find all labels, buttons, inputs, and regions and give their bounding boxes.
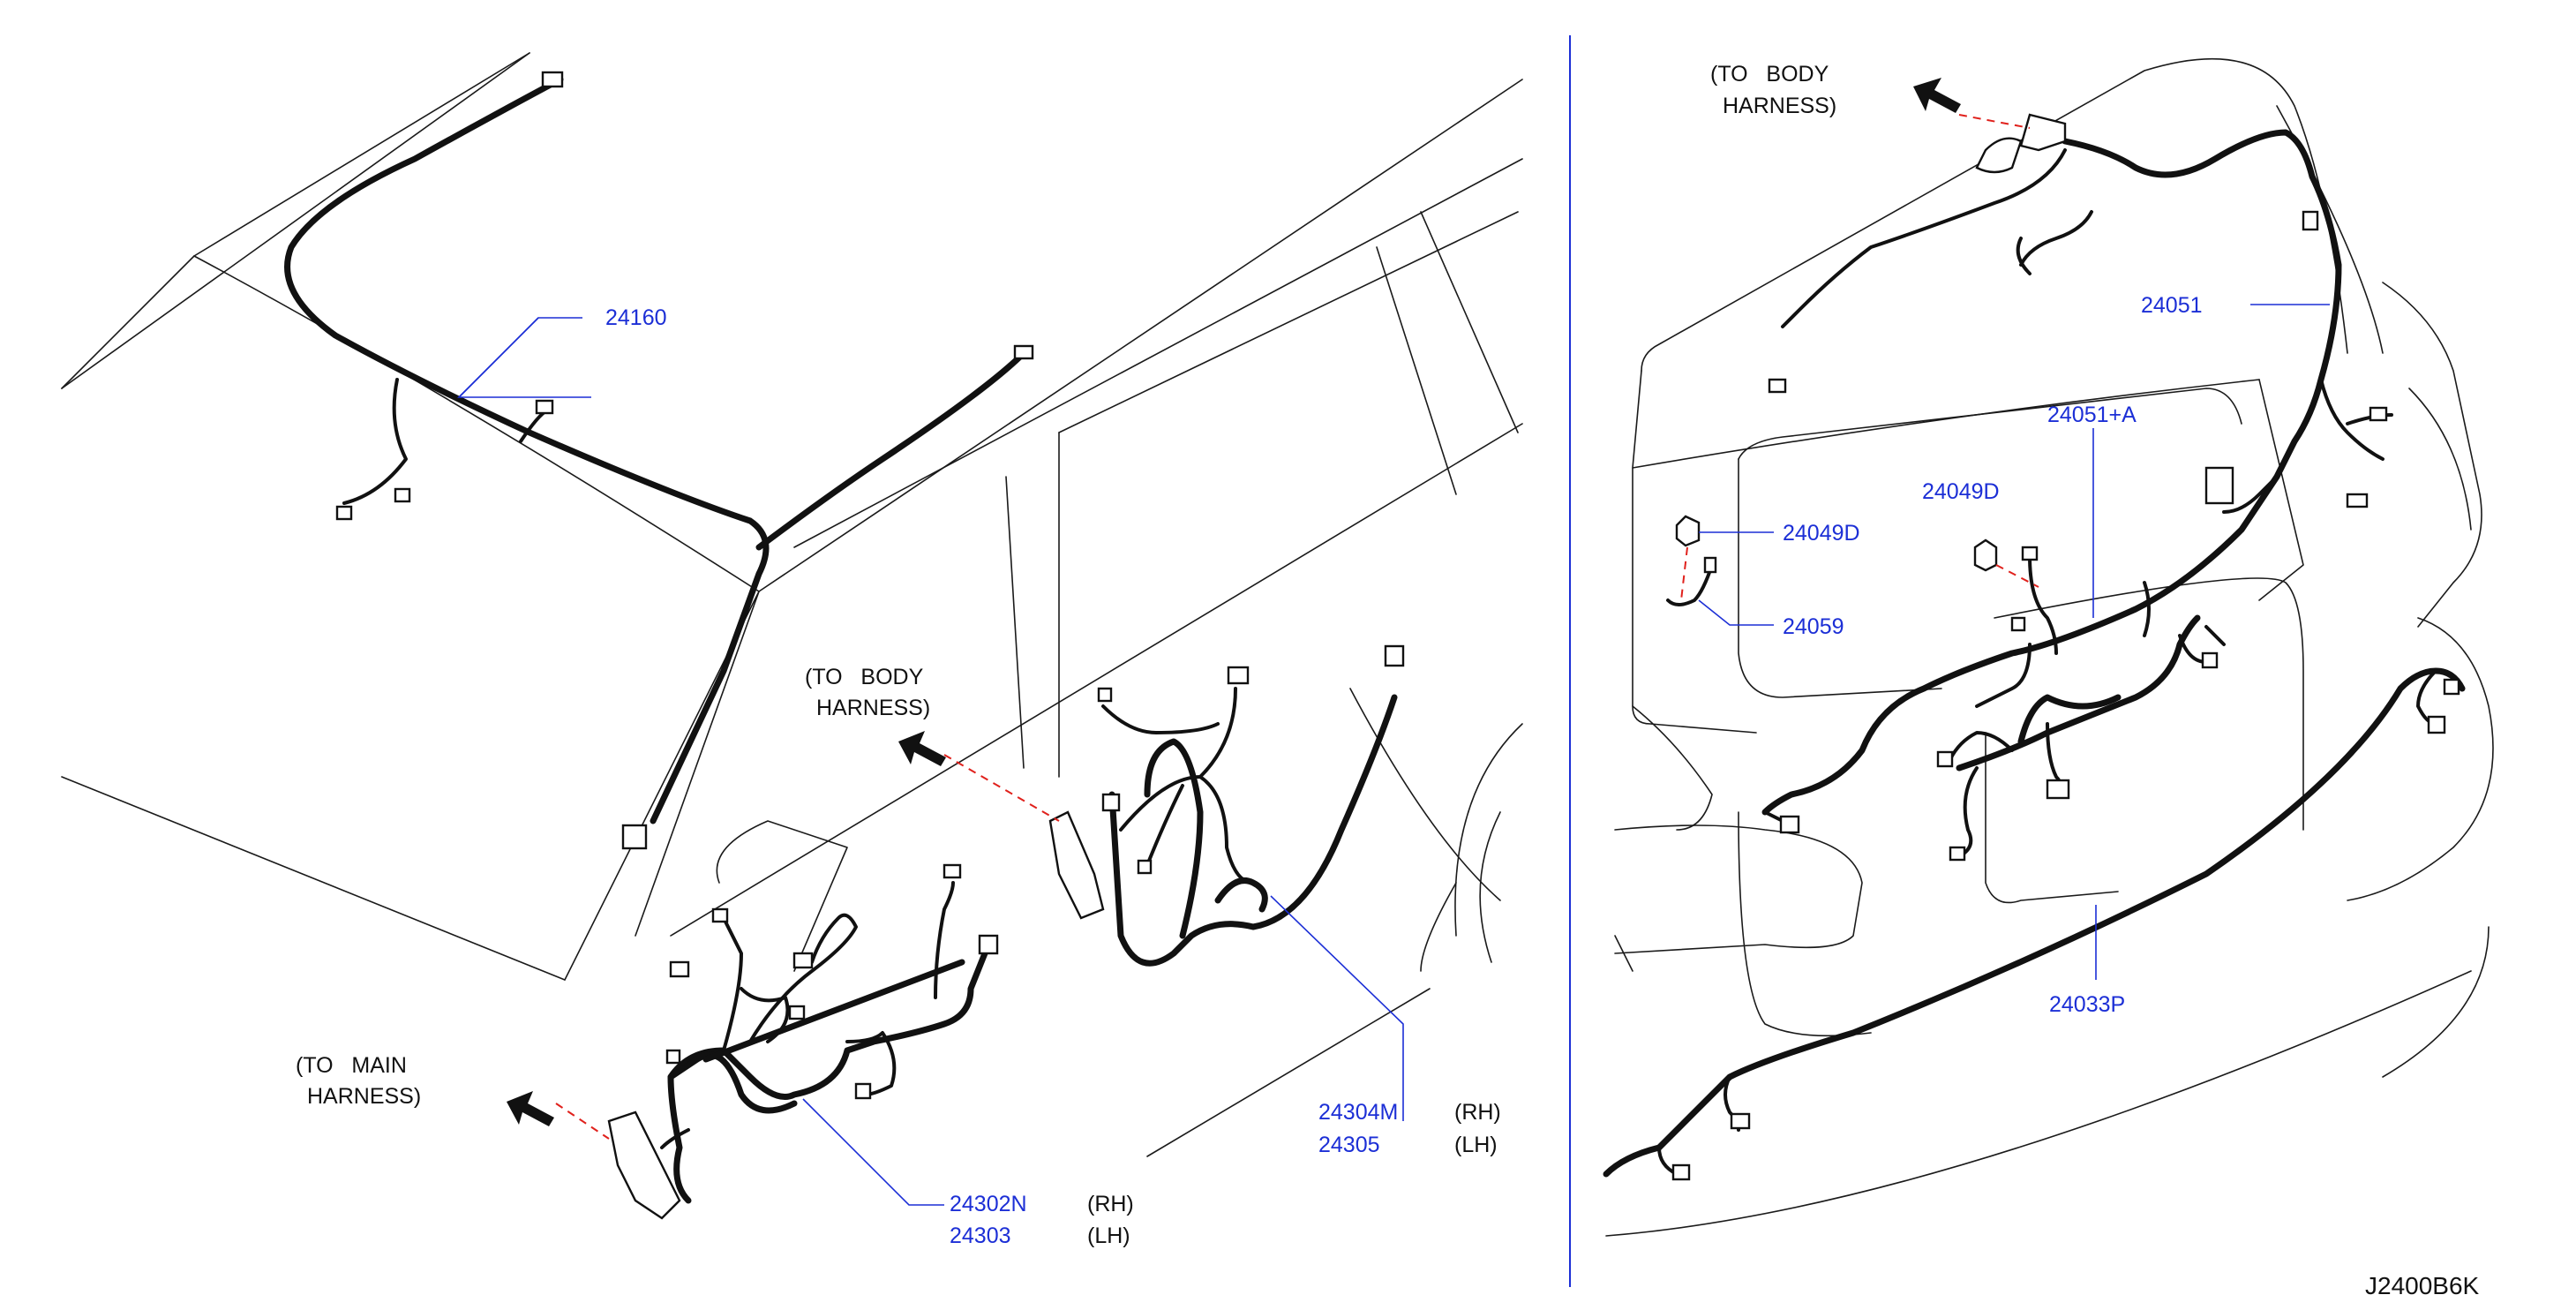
note-to-main-harness-line1: (TO MAIN [296,1053,407,1078]
connector-icon [2204,466,2234,505]
connector-icon [1936,750,1954,768]
grommet-icon [1048,810,1105,920]
note-to-body-harness-right-line2: HARNESS) [1723,94,1836,118]
connector-icon [2046,779,2070,800]
grommet-icon [607,1110,681,1220]
left-leader-lines [457,317,1404,1206]
note-to-body-harness-right-line1: (TO BODY [1710,62,1829,87]
harness-24304M [1048,644,1405,967]
connector-icon [792,952,814,969]
side-24302N: (RH) [1087,1192,1134,1216]
part-number-24033P: 24033P [2049,992,2125,1017]
connector-icon [1101,793,1121,812]
connector-icon [2201,651,2219,669]
connector-icon [535,399,554,415]
clip-24049D-right [1973,538,1998,572]
arrow-to-body-harness-icon [898,731,946,766]
connector-icon [2369,406,2388,422]
connector-icon [1227,666,1250,685]
part-number-24051: 24051 [2141,293,2203,318]
harness-24160 [284,71,1034,850]
right-body-outline [1605,57,2494,1237]
connector-icon [1097,687,1113,703]
connector-icon [621,824,648,850]
note-to-main-harness-line2: HARNESS) [307,1084,421,1109]
dashed-line-24049D-left [1680,546,1688,601]
connector-icon [978,934,999,955]
part-number-24305: 24305 [1318,1133,1380,1157]
connector-icon [2021,546,2039,561]
connector-icon [2346,493,2369,508]
connector-icon [788,1005,806,1020]
connector-icon [711,907,729,923]
connector-icon [394,487,411,503]
connector-icon [1779,815,1800,834]
part-number-24049D-right: 24049D [1922,479,2000,504]
connector-icon [669,960,690,978]
arrow-to-main-harness-icon [507,1091,554,1126]
connector-icon [1671,1163,1691,1181]
connector-icon [1768,378,1787,394]
harness-24051A [1936,546,2226,862]
connector-icon [1137,859,1153,875]
note-to-body-harness-line2: HARNESS) [816,696,930,720]
part-number-24059: 24059 [1783,614,1844,639]
connector-icon [2427,715,2446,734]
left-body-outline [61,52,1523,1157]
connector-icon [541,71,564,88]
connector-icon [2443,678,2460,696]
arrow-to-body-harness-right-icon [1913,78,1961,113]
side-24304M: (RH) [1454,1100,1501,1125]
connector-icon [854,1082,872,1100]
connector-icon [1730,1112,1751,1130]
right-leader-lines [1698,304,2330,980]
left-labels: (TO BODY HARNESS) (TO MAIN HARNESS) 2416… [296,305,1501,1248]
grommet-icon [2019,113,2067,152]
connector-icon [943,863,962,879]
dashed-line-body [943,754,1060,822]
harness-24051 [1761,113,2393,834]
side-24305: (LH) [1454,1133,1498,1157]
harness-24033P [1603,667,2466,1181]
connector-icon [2010,616,2026,632]
diagram-id: J2400B6K [2365,1272,2480,1299]
part-number-24049D-left: 24049D [1783,521,1860,546]
right-labels: (TO BODY HARNESS) 24051 24051+A 24049D 2… [1710,62,2203,1017]
dashed-line-body-r [1958,114,2031,129]
side-24303: (LH) [1087,1223,1130,1248]
connector-icon [1384,644,1405,667]
part-number-24302N: 24302N [950,1192,1027,1216]
dashed-line-main [555,1103,610,1140]
part-number-24304M: 24304M [1318,1100,1398,1125]
connector-icon [1013,344,1034,360]
part-number-24303: 24303 [950,1223,1011,1248]
connector-icon [665,1049,681,1065]
connector-icon [335,505,353,521]
part-number-24160: 24160 [605,305,667,330]
harness-24302N [607,863,999,1220]
connector-icon [1949,846,1966,862]
part-number-24051A: 24051+A [2047,403,2137,427]
clip-24049D-left [1666,515,1717,606]
grommet-icon [1975,137,2023,174]
note-to-body-harness-line1: (TO BODY [805,665,924,689]
connector-icon [2302,210,2319,231]
